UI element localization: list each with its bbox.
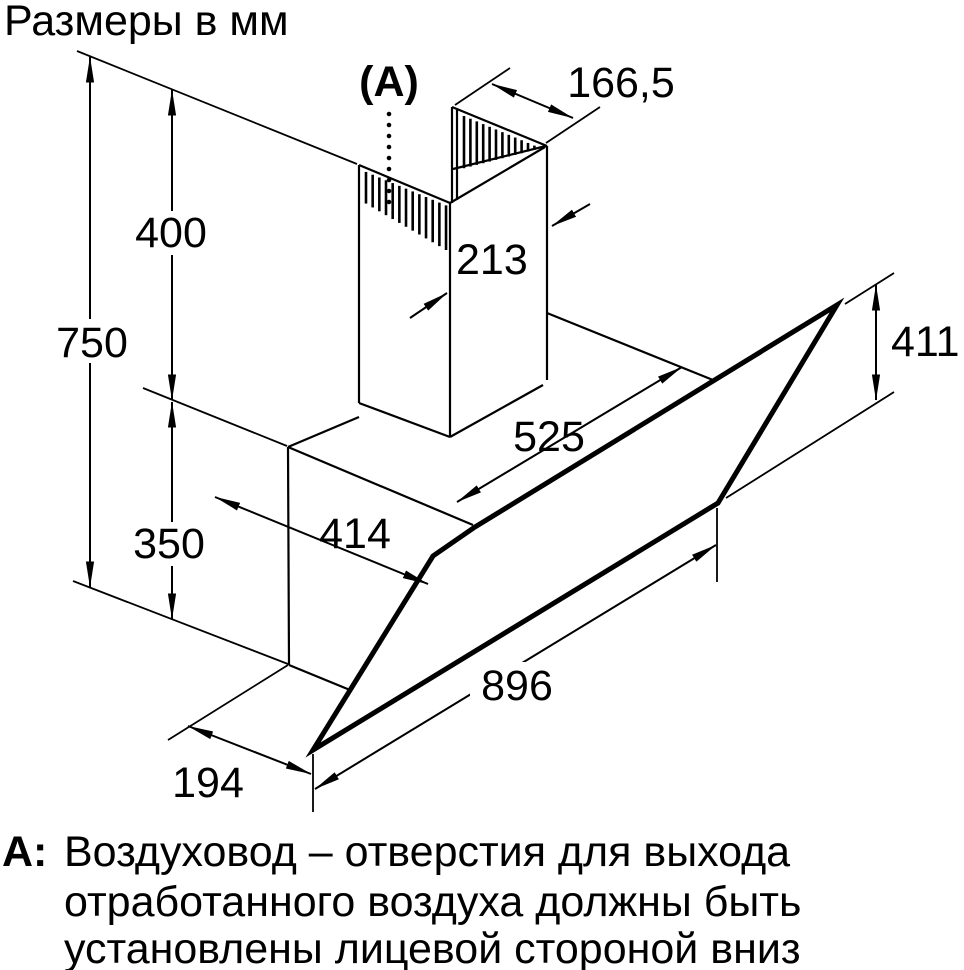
- footnote-marker: A:: [2, 828, 47, 876]
- footnote-line-1: Воздуховод – отверстия для выхода: [64, 828, 790, 876]
- dim-label-896: 896: [481, 662, 553, 710]
- glass-panel: [305, 297, 845, 758]
- dim-label-213: 213: [456, 236, 528, 284]
- chimney-outline: [357, 105, 549, 439]
- leader-arrow-213-front: [409, 292, 448, 319]
- vent-slots-inner-duct: [462, 116, 536, 169]
- vent-slots-outer-duct: [364, 171, 448, 251]
- dim-label-411: 411: [891, 318, 960, 366]
- footnote: A: Воздуховод – отверстия для выхода отр…: [2, 828, 801, 970]
- callout-a-label: (A): [359, 58, 419, 106]
- dim-line-166-5: [491, 83, 574, 119]
- dim-line-525: [456, 366, 683, 503]
- footnote-line-2: отработанного воздуха должны быть: [64, 878, 801, 926]
- dim-label-525: 525: [513, 413, 585, 461]
- leader-arrow-213-back: [551, 203, 591, 227]
- footnote-line-3: установлены лицевой стороной вниз: [64, 925, 801, 970]
- dim-label-414: 414: [319, 510, 391, 558]
- extension-lines: [72, 50, 895, 812]
- dim-label-194: 194: [172, 759, 244, 807]
- dim-label-166-5: 166,5: [567, 59, 675, 107]
- dim-label-350: 350: [133, 520, 205, 568]
- dim-label-750: 750: [56, 319, 128, 367]
- label-backgrounds: [50, 211, 564, 708]
- dim-label-400: 400: [135, 209, 207, 257]
- dim-line-194: [187, 725, 312, 775]
- drawing-title: Размеры в мм: [4, 0, 289, 45]
